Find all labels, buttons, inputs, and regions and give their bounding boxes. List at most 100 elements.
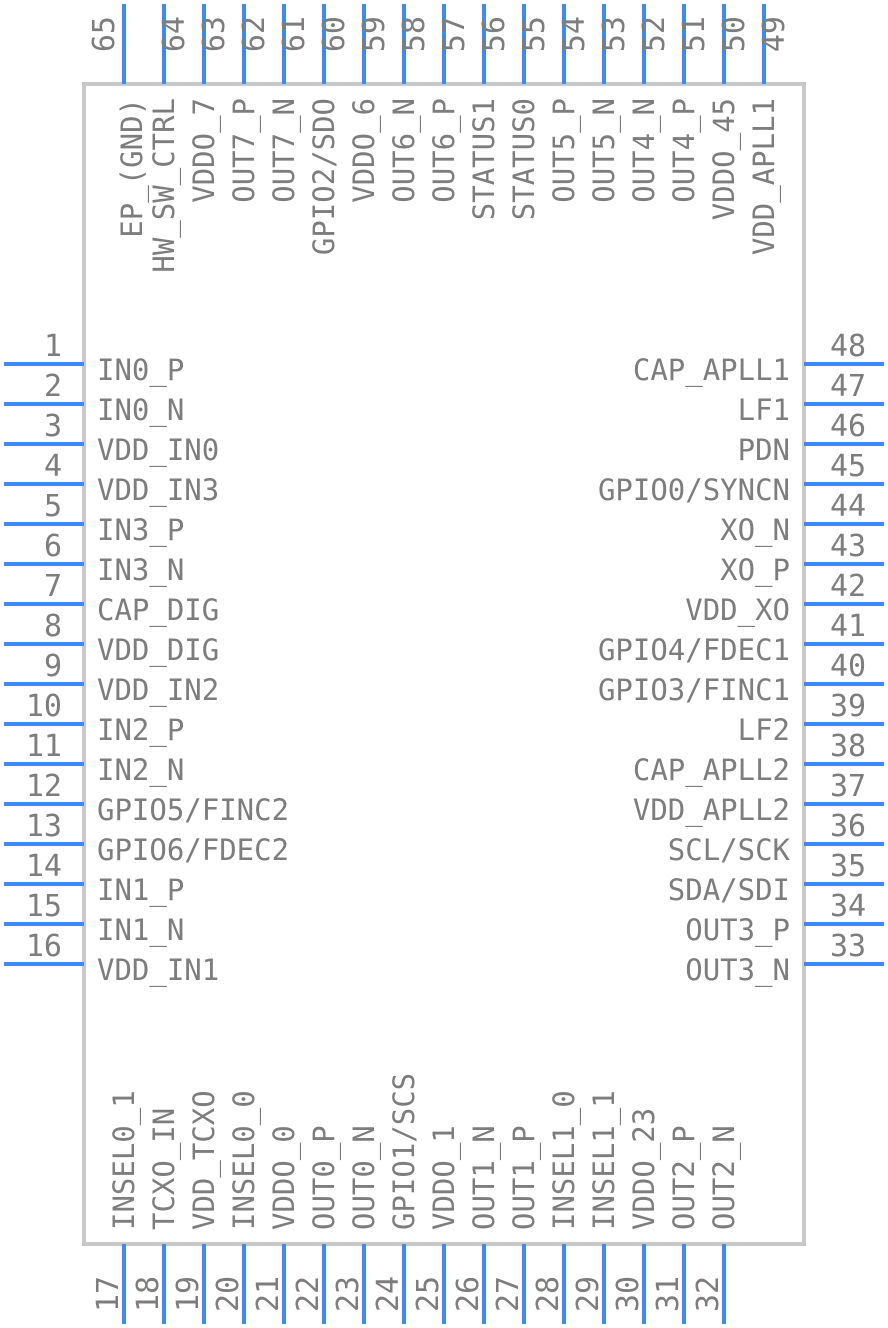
- pin-42-number: 42: [830, 569, 866, 604]
- pin-53-number: 53: [597, 16, 632, 52]
- pin-59-name: VDDO_6: [347, 98, 382, 203]
- pin-15-name: IN1_N: [97, 913, 184, 948]
- pin-61-name: OUT7_N: [267, 98, 302, 203]
- pin-23-number: 23: [331, 1276, 366, 1312]
- pin-1-number: 1: [44, 329, 62, 364]
- pin-35-name: SDA/SDI: [668, 873, 790, 907]
- pin-28-name: INSEL1_0: [547, 1090, 582, 1230]
- pin-50-number: 50: [717, 16, 752, 52]
- pin-13-number: 13: [26, 809, 62, 844]
- pin-10-name: IN2_P: [97, 713, 184, 748]
- pin-24-number: 24: [371, 1276, 406, 1312]
- pin-6-number: 6: [44, 529, 62, 564]
- pin-12-name: GPIO5/FINC2: [97, 793, 289, 827]
- pin-10-number: 10: [26, 689, 62, 724]
- pins: 1IN0_P2IN0_N3VDD_IN04VDD_IN35IN3_P6IN3_N…: [4, 4, 884, 1324]
- pin-28-number: 28: [531, 1276, 566, 1312]
- pin-37-number: 37: [830, 769, 866, 804]
- pin-44-number: 44: [830, 489, 866, 524]
- pin-43-number: 43: [830, 529, 866, 564]
- pin-17-name: INSEL0_1: [107, 1090, 142, 1230]
- pin-20-number: 20: [211, 1276, 246, 1312]
- pin-50-name: VDDO_45: [707, 98, 742, 220]
- pin-64-name: HW_SW_CTRL: [147, 98, 182, 273]
- pin-11-number: 11: [26, 729, 62, 764]
- pin-19-name: VDD_TCXO: [187, 1090, 222, 1230]
- pin-2-number: 2: [44, 369, 62, 404]
- pin-33-name: OUT3_N: [685, 953, 790, 988]
- pin-41-name: GPIO4/FDEC1: [598, 633, 790, 667]
- pin-65-number: 65: [87, 16, 122, 52]
- pin-12-number: 12: [26, 769, 62, 804]
- pin-44-name: XO_N: [720, 513, 790, 548]
- pin-40-number: 40: [830, 649, 866, 684]
- pin-62-name: OUT7_P: [227, 98, 262, 203]
- pin-55-name: STATUS0: [507, 98, 541, 220]
- pin-41-number: 41: [830, 609, 866, 644]
- pin-45-name: GPIO0/SYNCN: [598, 473, 790, 507]
- pin-49-name: VDD_APLL1: [747, 98, 782, 255]
- pin-25-number: 25: [411, 1276, 446, 1312]
- pin-51-name: OUT4_P: [667, 98, 702, 203]
- pin-65-name: EP_(GND): [115, 98, 150, 238]
- component-body: [82, 82, 806, 1246]
- pin-55-number: 55: [517, 16, 552, 52]
- pin-5-number: 5: [44, 489, 62, 524]
- pin-31-name: OUT2_P: [667, 1125, 702, 1230]
- pin-51-number: 51: [677, 16, 712, 52]
- pin-56-name: STATUS1: [467, 98, 501, 220]
- pin-34-number: 34: [830, 889, 866, 924]
- pin-32-name: OUT2_N: [707, 1125, 742, 1230]
- pin-22-number: 22: [291, 1276, 326, 1312]
- pin-24-name: GPIO1/SCS: [387, 1073, 421, 1230]
- pin-8-name: VDD_DIG: [97, 633, 219, 668]
- pin-9-name: VDD_IN2: [97, 673, 219, 708]
- pin-7-number: 7: [44, 569, 62, 604]
- pin-35-number: 35: [830, 849, 866, 884]
- pin-7-name: CAP_DIG: [97, 593, 219, 628]
- pin-8-number: 8: [44, 609, 62, 644]
- pin-40-name: GPIO3/FINC1: [598, 673, 790, 707]
- pin-39-name: LF2: [738, 713, 790, 747]
- pin-63-name: VDDO_7: [187, 98, 222, 203]
- pin-29-number: 29: [571, 1276, 606, 1312]
- pin-61-number: 61: [277, 16, 312, 52]
- pin-27-name: OUT1_P: [507, 1125, 542, 1230]
- pin-57-number: 57: [437, 16, 472, 52]
- pin-52-number: 52: [637, 16, 672, 52]
- pin-33-number: 33: [830, 929, 866, 964]
- pin-16-name: VDD_IN1: [97, 953, 219, 988]
- pin-19-number: 19: [171, 1276, 206, 1312]
- pin-47-name: LF1: [738, 393, 790, 427]
- pin-9-number: 9: [44, 649, 62, 684]
- pin-47-number: 47: [830, 369, 866, 404]
- pin-36-name: SCL/SCK: [668, 833, 791, 867]
- pin-6-name: IN3_N: [97, 553, 184, 588]
- pin-58-number: 58: [397, 16, 432, 52]
- pin-3-number: 3: [44, 409, 62, 444]
- pin-29-name: INSEL1_1: [587, 1090, 622, 1230]
- pin-4-name: VDD_IN3: [97, 473, 219, 508]
- pin-11-name: IN2_N: [97, 753, 184, 788]
- pin-53-name: OUT5_N: [587, 98, 622, 203]
- pin-59-number: 59: [357, 16, 392, 52]
- pin-27-number: 27: [491, 1276, 526, 1312]
- pin-2-name: IN0_N: [97, 393, 184, 428]
- pin-23-name: OUT0_N: [347, 1125, 382, 1230]
- pin-62-number: 62: [237, 16, 272, 52]
- pin-46-name: PDN: [738, 433, 790, 467]
- pin-54-name: OUT5_P: [547, 98, 582, 203]
- pin-48-number: 48: [830, 329, 866, 364]
- pin-32-number: 32: [691, 1276, 726, 1312]
- pin-26-name: OUT1_N: [467, 1125, 502, 1230]
- pin-30-number: 30: [611, 1276, 646, 1312]
- pin-57-name: OUT6_P: [427, 98, 462, 203]
- pin-38-number: 38: [830, 729, 866, 764]
- pin-26-number: 26: [451, 1276, 486, 1312]
- pin-43-name: XO_P: [720, 553, 790, 588]
- pin-58-name: OUT6_N: [387, 98, 422, 203]
- pin-15-number: 15: [26, 889, 62, 924]
- pin-64-number: 64: [157, 16, 192, 52]
- pin-60-name: GPIO2/SDO: [307, 98, 341, 255]
